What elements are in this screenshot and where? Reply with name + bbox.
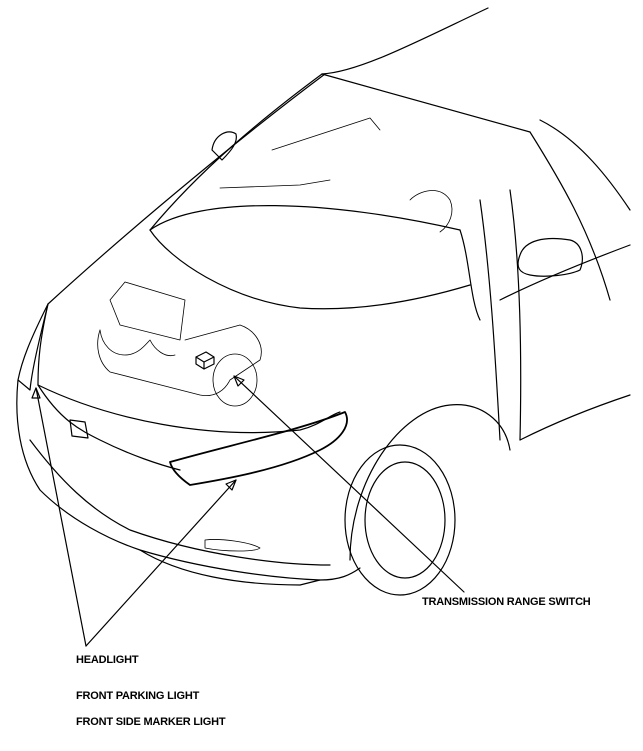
arrow-headlight-left [31,387,41,399]
front-side-marker-light-label: FRONT SIDE MARKER LIGHT [76,716,226,728]
transmission-range-switch-part [195,351,215,370]
arrow-headlight-right [225,479,237,491]
leader-headlight-right [85,479,237,647]
hood-front-edge [37,303,49,386]
engine-pulley [212,353,258,407]
arrow-transmission [233,375,245,387]
body-side-upper [499,244,631,301]
wiper-2 [219,179,331,189]
door-line [479,199,501,441]
transmission-range-switch-label: TRANSMISSION RANGE SWITCH [422,596,591,608]
bumper-lip [139,549,321,586]
headlight-right [169,411,348,486]
engine-intake [99,329,176,357]
leader-headlight-left [35,387,87,647]
hood-left-edge [47,73,326,305]
wheel-arch [349,404,511,561]
roof-line [321,7,489,75]
grille-upper [37,384,181,471]
headlight-label: HEADLIGHT [76,654,139,666]
bumper-lower [29,439,331,566]
bumper-outer [16,379,361,581]
front-wheel-rim [364,461,446,579]
right-mirror [517,237,583,277]
a-pillar-right [529,131,611,301]
emblem [69,419,89,439]
leader-transmission [233,375,465,593]
door-line-2 [509,189,522,441]
front-tire [344,444,456,596]
fog-light [204,539,261,552]
front-parking-light-label: FRONT PARKING LIGHT [76,690,200,702]
hood-rear-edge [149,229,471,310]
cowl-line [149,204,461,231]
seat-outline [409,190,453,233]
engine-body [97,324,262,397]
roof-edge [321,73,531,133]
engine-top [109,281,186,341]
window-line [539,119,631,211]
body-side [519,394,631,441]
headlight-left [17,303,49,391]
windshield-right-post [459,229,481,321]
left-mirror [211,131,237,161]
wiper-1 [271,117,381,151]
